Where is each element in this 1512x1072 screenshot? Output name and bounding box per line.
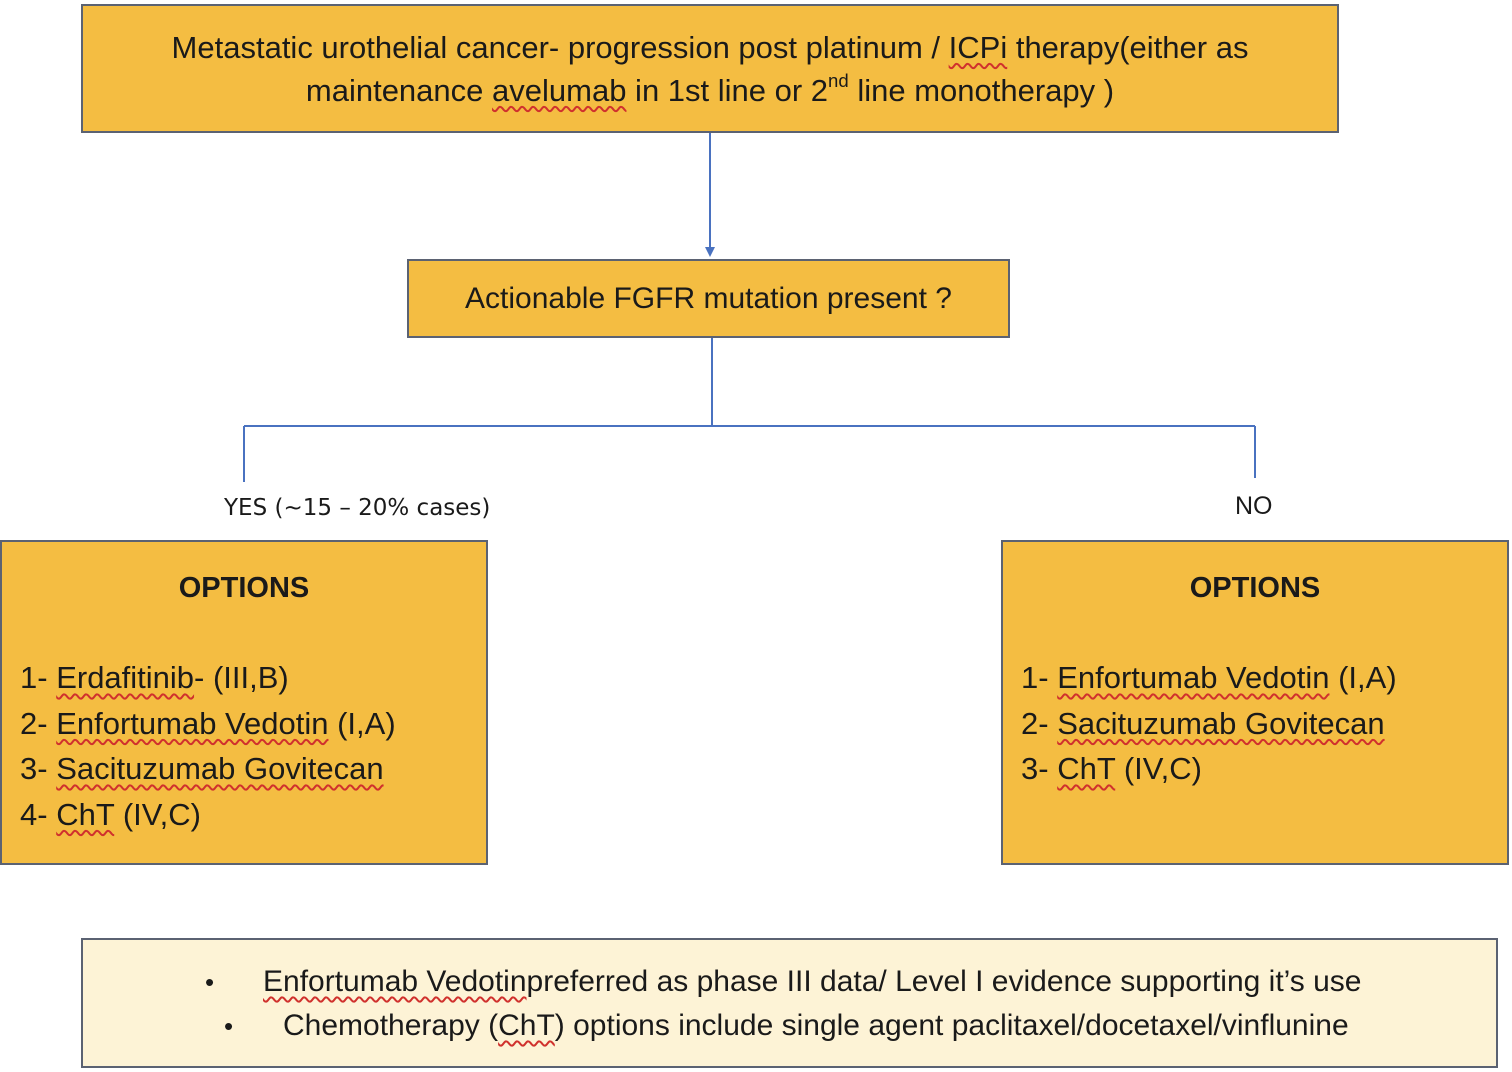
options-title: OPTIONS <box>178 572 310 604</box>
options-title: OPTIONS <box>1189 572 1321 604</box>
options-list: 1- Erdafitinib- (III,B) 2- Enfortumab Ve… <box>20 655 486 837</box>
option-item: 3- ChT (IV,C) <box>1021 751 1202 786</box>
start-line-1: Metastatic urothelial cancer- progressio… <box>171 29 1249 65</box>
start-node: Metastatic urothelial cancer- progressio… <box>81 4 1339 133</box>
spell-flag: avelumab <box>492 72 627 108</box>
option-item: 4- ChT (IV,C) <box>20 796 201 832</box>
bullet-icon: • <box>205 967 215 997</box>
options-list: 1- Enfortumab Vedotin (I,A) 2- Sacituzum… <box>1021 655 1507 792</box>
yes-branch-label: YES (~15 – 20% cases) <box>224 495 491 521</box>
decision-text: Actionable FGFR mutation present ? <box>465 281 952 315</box>
no-branch-label: NO <box>1235 492 1273 520</box>
no-options-node: OPTIONS 1- Enfortumab Vedotin (I,A) 2- S… <box>1001 540 1509 865</box>
option-item: 3- Sacituzumab Govitecan <box>20 751 384 786</box>
option-item: 1- Erdafitinib- (III,B) <box>20 660 289 695</box>
option-item: 2- Sacituzumab Govitecan <box>1021 705 1385 741</box>
notes-box: • Enfortumab Vedotin preferred as phase … <box>81 938 1498 1068</box>
decision-node: Actionable FGFR mutation present ? <box>407 259 1010 338</box>
bullet-icon: • <box>224 1011 234 1041</box>
note-item: • Enfortumab Vedotin preferred as phase … <box>83 960 1496 1004</box>
note-item: • Chemotherapy (ChT) options include sin… <box>83 1004 1496 1048</box>
option-item: 1- Enfortumab Vedotin (I,A) <box>1021 660 1397 695</box>
start-line-2: maintenance avelumab in 1st line or 2nd … <box>305 70 1115 108</box>
option-item: 2- Enfortumab Vedotin (I,A) <box>20 705 396 741</box>
yes-options-node: OPTIONS 1- Erdafitinib- (III,B) 2- Enfor… <box>0 540 488 865</box>
spell-flag: ICPi <box>948 29 1008 65</box>
